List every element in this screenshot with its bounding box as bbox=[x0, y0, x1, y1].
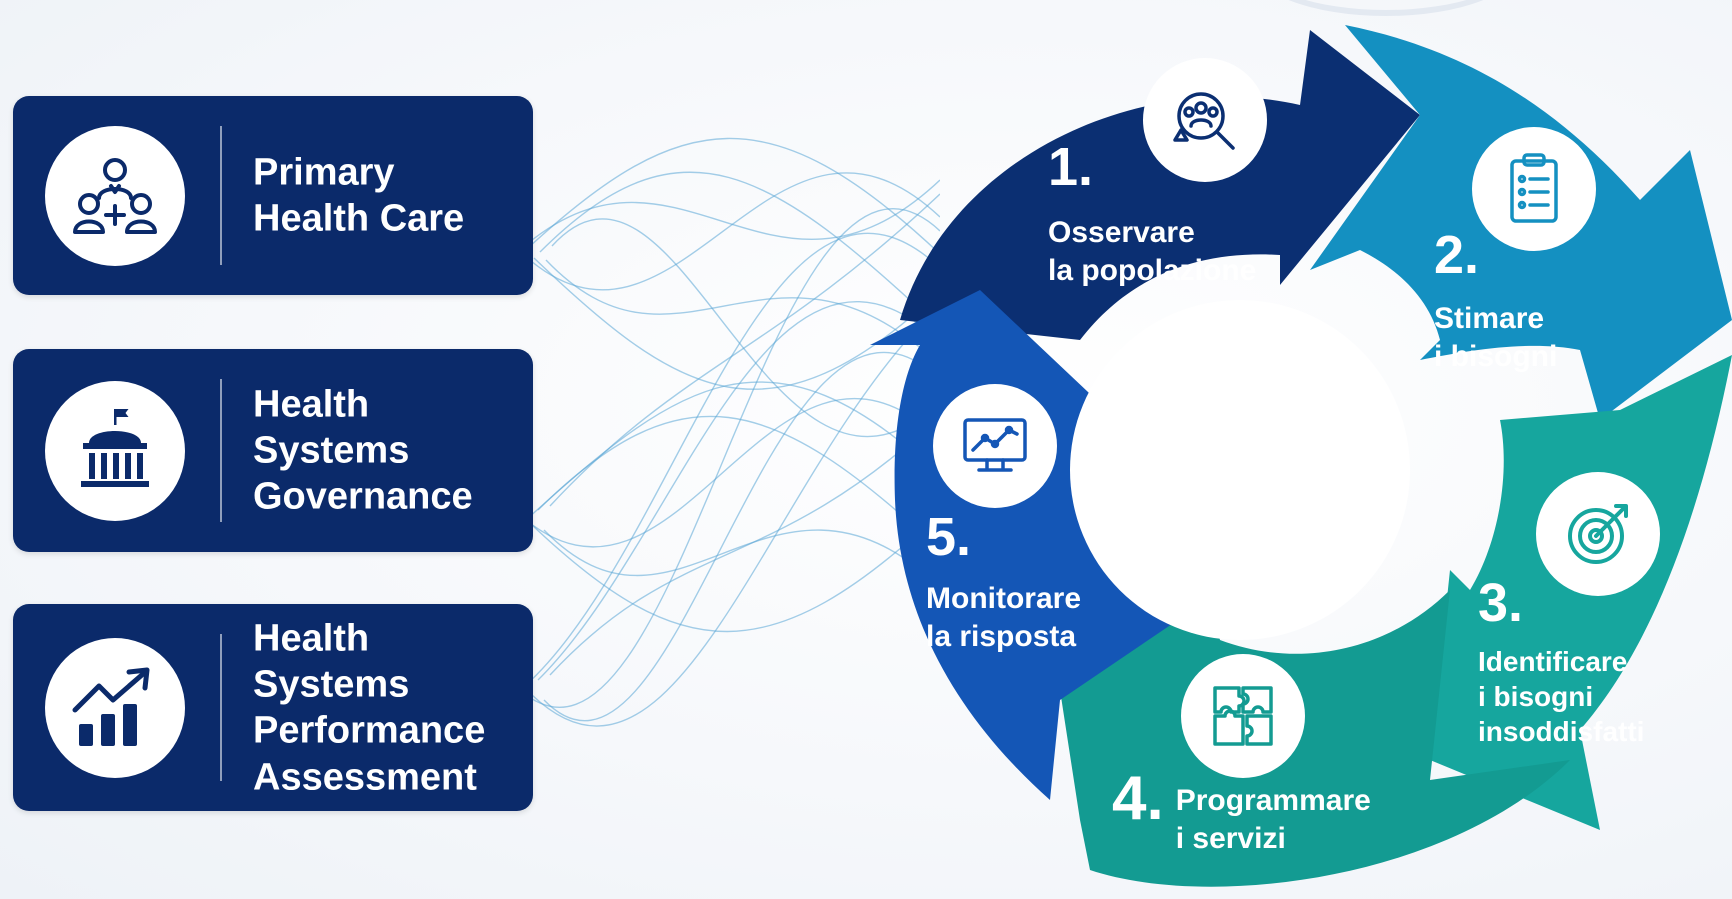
step-number: 4. bbox=[1112, 764, 1164, 833]
connector-line bbox=[531, 304, 940, 727]
growth-chart-icon bbox=[45, 637, 185, 778]
connector-line bbox=[533, 257, 940, 390]
card-health-systems-performance: Health Systems Performance Assessment bbox=[13, 604, 533, 811]
connector-line bbox=[520, 397, 940, 548]
population-search-icon bbox=[1143, 58, 1267, 182]
connector-line bbox=[523, 172, 940, 291]
step-number: 3. bbox=[1478, 573, 1524, 633]
connector-line bbox=[549, 415, 940, 676]
connector-line bbox=[520, 208, 940, 709]
card-label: Primary Health Care bbox=[253, 151, 465, 240]
cycle-step-2: 2. Stimare i bisogni bbox=[1434, 228, 1557, 375]
step-number: 2. bbox=[1434, 225, 1480, 285]
step-label: Identificare i bisogni insoddisfatti bbox=[1478, 646, 1645, 747]
connector-line bbox=[527, 137, 940, 255]
connector-line bbox=[525, 232, 940, 686]
connector-line bbox=[551, 218, 940, 437]
cycle-step-4: 4. Programmare i servizi bbox=[1112, 768, 1371, 857]
card-divider bbox=[220, 126, 222, 265]
card-health-systems-governance: Health Systems Governance bbox=[13, 349, 533, 552]
cycle-segment-4 bbox=[1060, 590, 1570, 887]
connector-line bbox=[520, 179, 940, 251]
clipboard-checklist-icon bbox=[1472, 127, 1596, 251]
connector-line bbox=[543, 351, 940, 722]
puzzle-icon bbox=[1181, 654, 1305, 778]
step-label: Monitorare la risposta bbox=[926, 582, 1082, 653]
step-number: 1. bbox=[1048, 137, 1094, 197]
cycle-step-1: 1. Osservare la popolazione bbox=[1048, 140, 1256, 289]
cycle-center bbox=[1070, 300, 1410, 640]
connector-line bbox=[545, 259, 940, 366]
connector-line bbox=[543, 529, 940, 588]
government-building-icon bbox=[45, 380, 185, 521]
step-label: Stimare i bisogni bbox=[1434, 302, 1558, 373]
cycle-step-3: 3. Identificare i bisogni insoddisfatti bbox=[1478, 576, 1644, 749]
card-divider bbox=[220, 379, 222, 522]
cycle-step-5: 5. Monitorare la risposta bbox=[926, 510, 1081, 655]
connector-line bbox=[549, 193, 940, 507]
card-label: Health Systems Governance bbox=[253, 382, 473, 518]
cycle-segment-1 bbox=[900, 30, 1420, 340]
step-label: Programmare i servizi bbox=[1175, 784, 1371, 855]
target-icon bbox=[1536, 472, 1660, 596]
connector-line bbox=[537, 300, 940, 681]
card-label: Health Systems Performance Assessment bbox=[253, 616, 486, 798]
healthcare-team-icon bbox=[45, 125, 185, 266]
monitor-chart-icon bbox=[933, 384, 1057, 508]
card-primary-health-care: Primary Health Care bbox=[13, 96, 533, 295]
step-number: 5. bbox=[926, 507, 972, 567]
step-label: Osservare la popolazione bbox=[1048, 216, 1257, 287]
card-divider bbox=[220, 634, 222, 781]
connector-line bbox=[539, 171, 940, 329]
connector-line bbox=[531, 512, 940, 633]
connection-lines bbox=[520, 137, 940, 727]
